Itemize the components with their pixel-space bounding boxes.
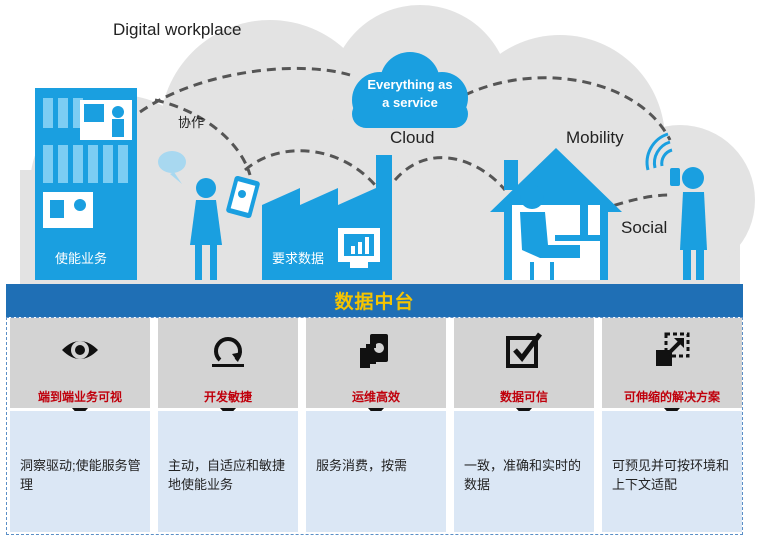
column-header: 运维高效 bbox=[306, 318, 446, 408]
checkbox-icon bbox=[506, 332, 542, 368]
capability-column: 运维高效 服务消费，按需 bbox=[306, 318, 446, 532]
column-title: 数据可信 bbox=[499, 390, 548, 404]
column-title: 运维高效 bbox=[351, 390, 400, 404]
factory-icon bbox=[262, 155, 392, 280]
column-description: 服务消费，按需 bbox=[316, 458, 408, 473]
collab-label: 协作 bbox=[178, 115, 205, 130]
cloud-caption-line1: Everything as bbox=[367, 77, 453, 92]
column-description: 一致，准确和实时的数据 bbox=[464, 458, 582, 492]
capability-column: 开发敏捷 主动，自适应和敏捷地使能业务 bbox=[158, 318, 298, 532]
column-body: 主动，自适应和敏捷地使能业务 bbox=[158, 411, 298, 532]
woman-tablet-icon bbox=[158, 151, 260, 280]
cycle-arrow-icon bbox=[212, 337, 244, 367]
column-body: 一致，准确和实时的数据 bbox=[454, 411, 594, 532]
cloud-label: Cloud bbox=[390, 128, 435, 147]
expand-icon bbox=[656, 332, 690, 366]
cloud-icon bbox=[352, 52, 468, 128]
column-description: 可预见并可按环境和上下文适配 bbox=[612, 458, 730, 492]
capability-column: 可伸缩的解决方案 可预见并可按环境和上下文适配 bbox=[602, 318, 742, 532]
capability-column: 端到端业务可视 洞察驱动;使能服务管理 bbox=[10, 318, 150, 532]
column-description: 洞察驱动;使能服务管理 bbox=[20, 458, 141, 492]
factory-label: 要求数据 bbox=[272, 251, 325, 266]
column-body: 服务消费，按需 bbox=[306, 411, 446, 532]
column-title: 端到端业务可视 bbox=[37, 390, 122, 404]
building-label: 使能业务 bbox=[55, 251, 108, 266]
column-title: 可伸缩的解决方案 bbox=[623, 390, 720, 404]
social-label: Social bbox=[621, 218, 668, 237]
capability-column: 数据可信 一致，准确和实时的数据 bbox=[454, 318, 594, 532]
capability-grid bbox=[6, 317, 743, 535]
office-building-icon bbox=[35, 88, 137, 280]
money-hand-icon bbox=[360, 334, 388, 368]
column-header: 开发敏捷 bbox=[158, 318, 298, 408]
dashed-connectors bbox=[139, 66, 672, 212]
cloud-caption-line2: a service bbox=[382, 95, 438, 110]
column-header: 可伸缩的解决方案 bbox=[602, 318, 742, 408]
house-icon bbox=[490, 148, 622, 280]
column-header: 数据可信 bbox=[454, 318, 594, 408]
cloud-caption: Everything as a service bbox=[352, 76, 468, 112]
mobility-label: Mobility bbox=[566, 128, 624, 147]
column-description: 主动，自适应和敏捷地使能业务 bbox=[168, 458, 286, 492]
column-header: 端到端业务可视 bbox=[10, 318, 150, 408]
column-body: 洞察驱动;使能服务管理 bbox=[10, 411, 150, 532]
digital-workplace-title: Digital workplace bbox=[113, 20, 242, 39]
column-title: 开发敏捷 bbox=[203, 390, 252, 404]
mobile-user-icon bbox=[645, 132, 707, 280]
data-platform-band: 数据中台 bbox=[6, 284, 743, 317]
digital-workplace-illustration bbox=[20, 5, 755, 285]
eye-icon bbox=[62, 341, 98, 359]
column-body: 可预见并可按环境和上下文适配 bbox=[602, 411, 742, 532]
